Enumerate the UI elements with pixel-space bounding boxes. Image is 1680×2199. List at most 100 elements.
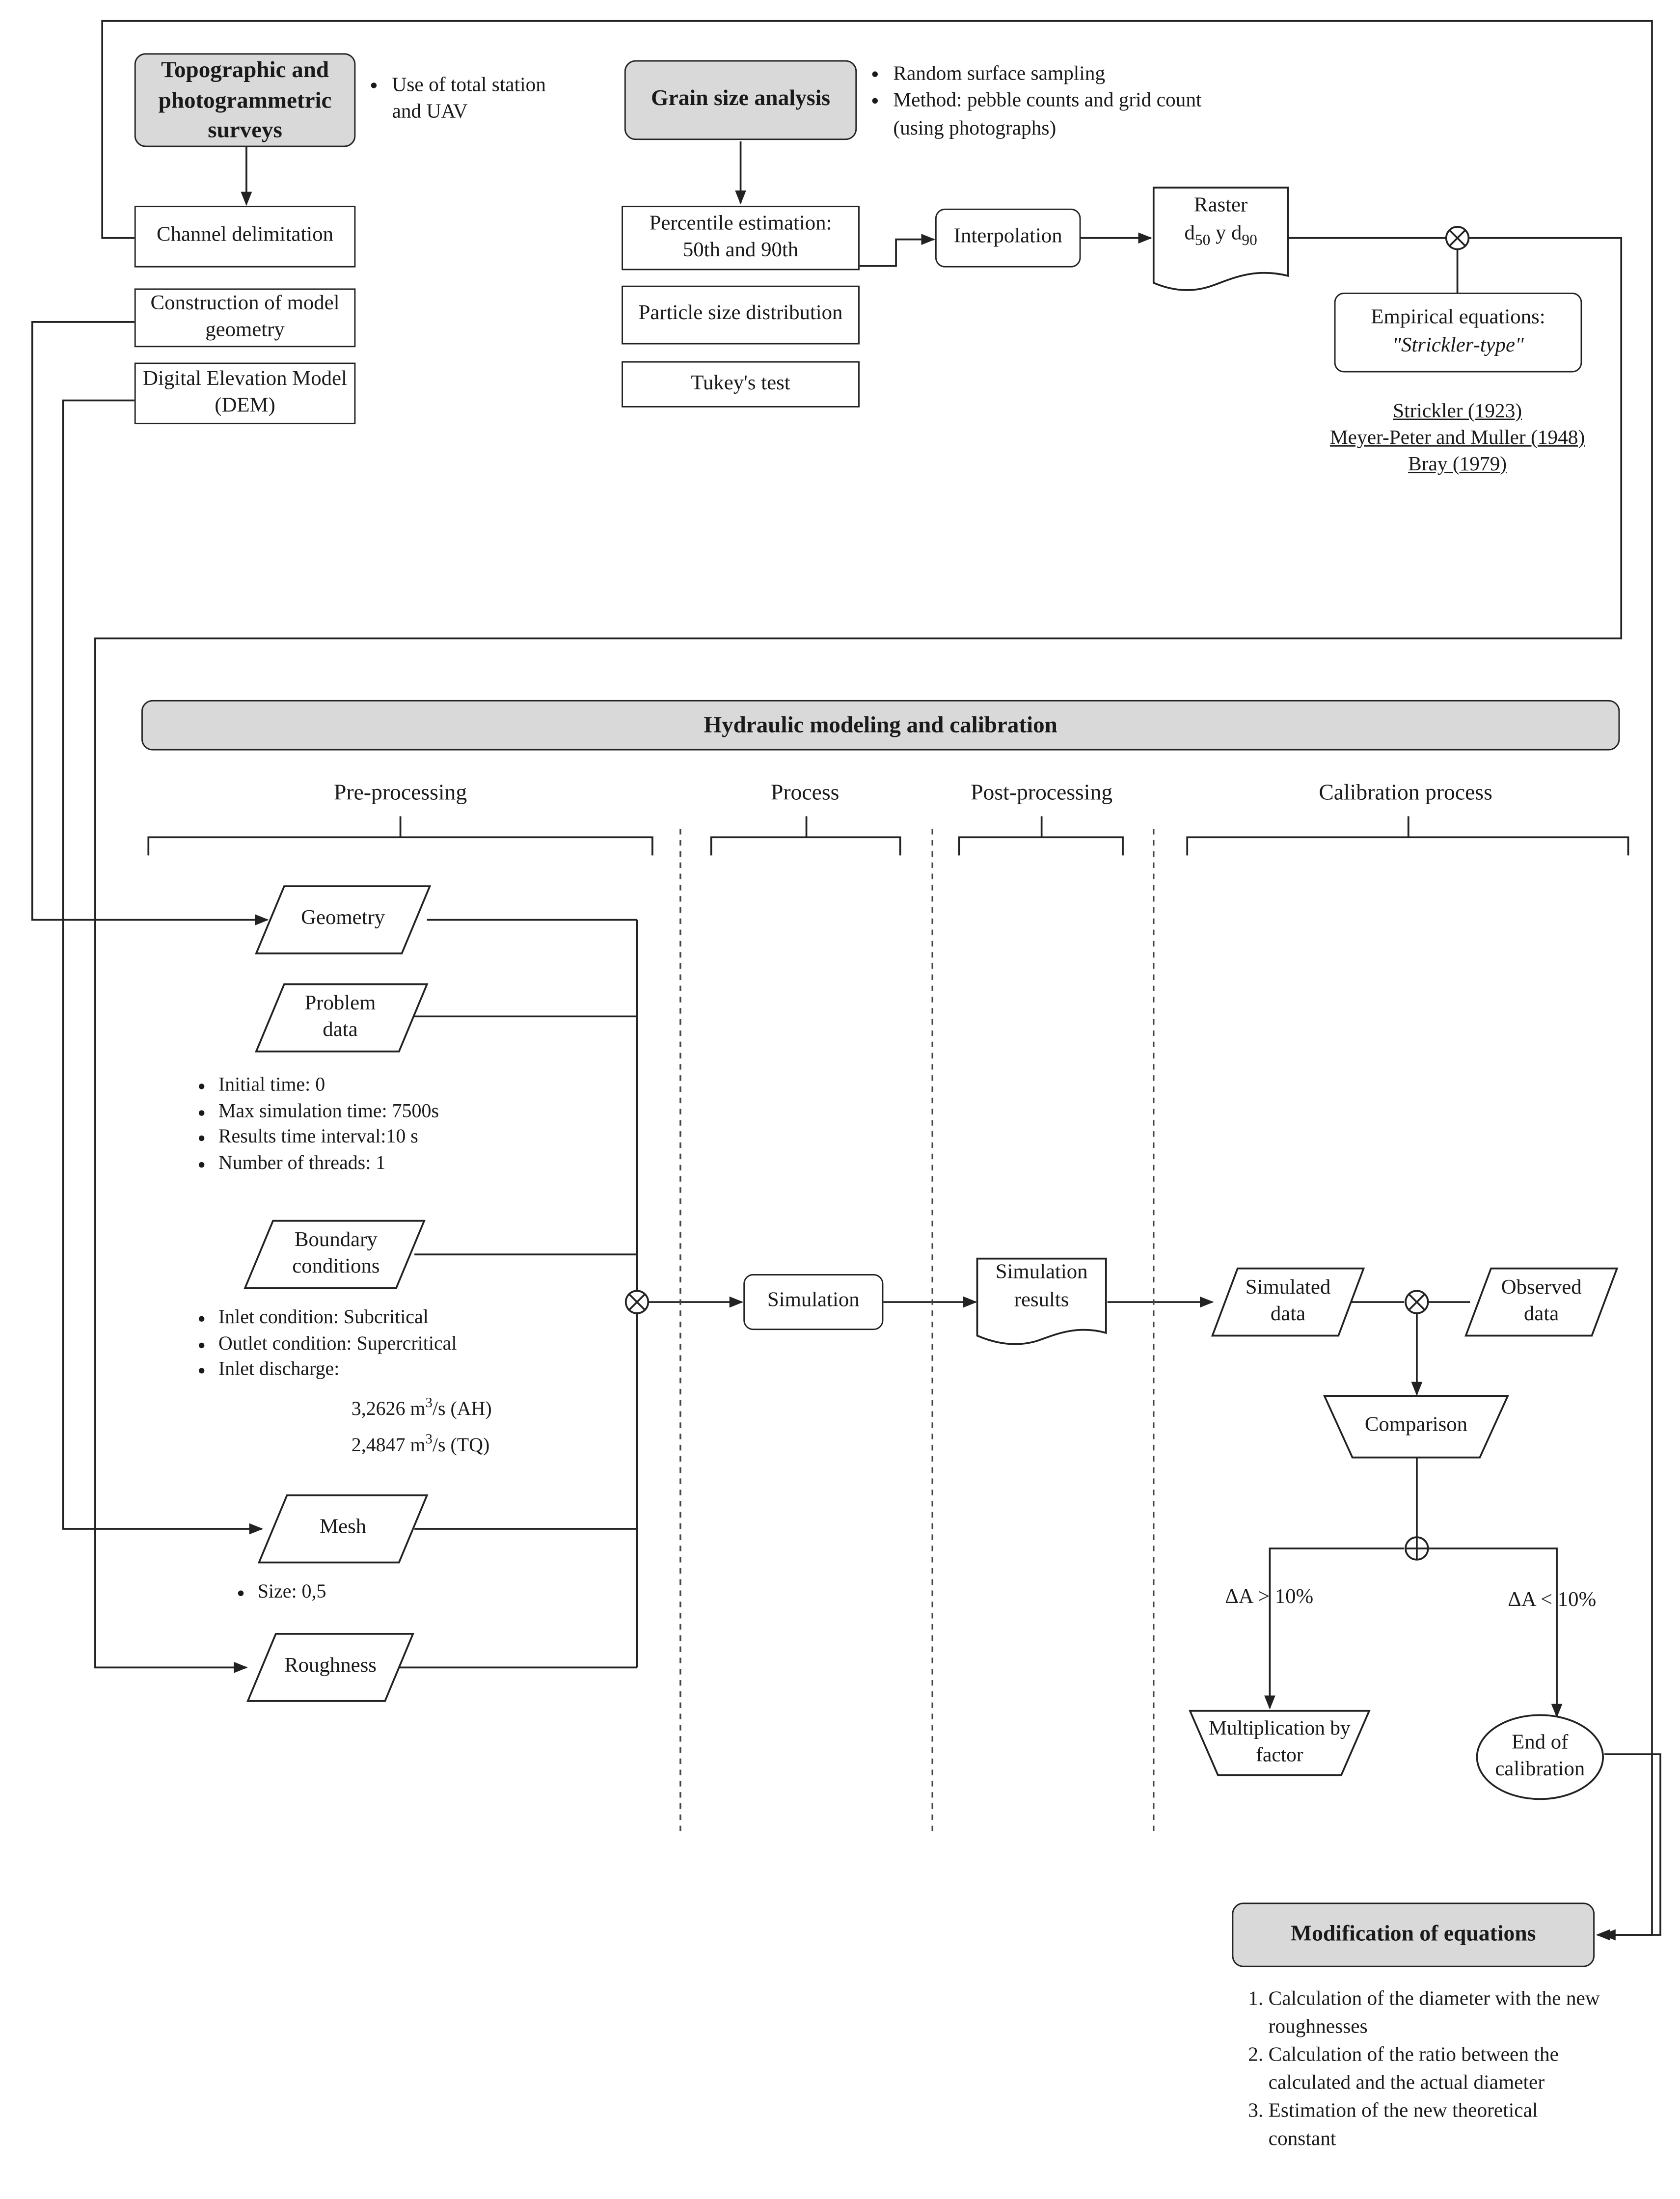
problem-data-shape [255,983,429,1053]
discharge-ah: 3,2626 m3/s (AH) [351,1396,492,1421]
bracket-pre [147,836,653,856]
boundary-bullet: Outlet condition: Supercritical [218,1332,613,1358]
survey-note: Use of total station and UAV [367,73,577,127]
problem-bullet: Initial time: 0 [218,1074,557,1100]
survey-title: Topographic and photogrammetric surveys [158,56,332,143]
junction-raster [1445,226,1470,250]
arrow-percentile-to-interp [859,234,935,267]
phase-post-label: Post-processing [971,781,1113,805]
results-label: Simulation results [995,1261,1088,1311]
comparison-shape [1323,1395,1510,1459]
observed-label: Observed data [1501,1276,1582,1326]
problem-data-label: Problem data [304,992,376,1042]
reference-link[interactable]: Bray (1979) [1408,453,1507,476]
phase-calibration-label: Calibration process [1319,781,1492,805]
arrow-end-to-modification [1596,1753,1661,1941]
end-label: End of calibration [1495,1731,1585,1781]
dem-box: Digital Elevation Model (DEM) [134,362,356,425]
geometry-label: Geometry [301,907,385,930]
tukey-label: Tukey's test [691,372,790,395]
bracket-process [710,836,901,856]
problem-bullet: Number of threads: 1 [218,1152,557,1178]
modification-step: Calculation of the ratio between the cal… [1269,2041,1610,2097]
problem-bullet: Results time interval:10 s [218,1126,557,1152]
bracket-post [958,836,1124,856]
results-document-shape [976,1257,1107,1345]
particle-size-label: Particle size distribution [638,302,843,326]
interpolation-box: Interpolation [935,208,1081,268]
mesh-shape [257,1494,429,1564]
raster-document-shape [1152,187,1289,291]
condition-right: ΔA < 10% [1508,1589,1597,1612]
discharge-tq: 2,4847 m3/s (TQ) [351,1432,490,1458]
raster-formula: d50 y d90 [1184,221,1257,249]
grain-size-box: Grain size analysis [624,60,857,140]
empirical-subtitle: "Strickler-type" [1392,334,1524,356]
hydraulic-title: Hydraulic modeling and calibration [704,711,1057,738]
multiplication-shape [1189,1710,1371,1776]
boundary-bullets: Inlet condition: Subcritical Outlet cond… [193,1306,614,1385]
channel-delimitation-box: Channel delimitation [134,206,356,268]
phase-pre-label: Pre-processing [333,781,467,805]
empirical-box: Empirical equations: "Strickler-type" [1334,292,1582,373]
arrow-dem-to-mesh [62,399,264,1535]
multiplication-label: Multiplication by factor [1209,1718,1351,1767]
particle-size-box: Particle size distribution [622,285,860,345]
problem-bullet: Max simulation time: 7500s [218,1100,557,1126]
interpolation-label: Interpolation [953,225,1062,248]
condition-left: ΔA > 10% [1225,1586,1314,1609]
boundary-shape [244,1220,426,1289]
simulated-label: Simulated data [1245,1276,1331,1326]
modification-title: Modification of equations [1291,1922,1536,1946]
modification-step: Estimation of the new theoretical consta… [1269,2097,1610,2153]
grain-size-title: Grain size analysis [650,87,831,111]
roughness-shape [246,1633,415,1702]
percentile-box: Percentile estimation: 50th and 90th [622,206,860,271]
survey-box: Topographic and photogrammetric surveys [134,53,356,147]
references: Strickler (1923) Meyer-Peter and Muller … [1295,399,1620,478]
boundary-bullet: Inlet discharge: [218,1358,613,1385]
empirical-title: Empirical equations: [1371,306,1545,329]
modification-box: Modification of equations [1232,1902,1595,1967]
boundary-label: Boundary conditions [292,1228,380,1278]
reference-link[interactable]: Meyer-Peter and Muller (1948) [1329,427,1585,449]
model-geometry-label: Construction of model geometry [150,292,340,342]
discharge-values: 3,2626 m3/s (AH) 2,4847 m3/s (TQ) [352,1392,631,1465]
reference-link[interactable]: Strickler (1923) [1393,400,1522,423]
simulated-shape [1211,1267,1365,1337]
grain-note-item: Method: pebble counts and grid count (us… [893,88,1204,142]
comparison-label: Comparison [1364,1414,1468,1437]
roughness-label: Roughness [284,1655,377,1678]
observed-shape [1464,1267,1619,1337]
phase-process-label: Process [770,781,840,805]
junction-decision [1405,1536,1429,1561]
mesh-bullets: Size: 0,5 [232,1581,442,1607]
raster-label: Raster [1193,194,1248,217]
tukey-box: Tukey's test [622,361,860,407]
arrow-to-multiplication [1264,1547,1405,1710]
raster-text: Raster d50 y d90 [1154,193,1288,250]
modification-step: Calculation of the diameter with the new… [1269,1985,1610,2041]
simulation-box: Simulation [743,1274,884,1330]
junction-preprocessing [624,1290,650,1314]
dem-label: Digital Elevation Model (DEM) [143,367,347,417]
mesh-bullet: Size: 0,5 [258,1581,442,1607]
hydraulic-header: Hydraulic modeling and calibration [141,700,1620,751]
arrow-to-end [1428,1547,1563,1718]
problem-data-bullets: Initial time: 0 Max simulation time: 750… [193,1074,557,1178]
model-geometry-box: Construction of model geometry [134,288,356,348]
geometry-shape [255,885,432,954]
simulation-label: Simulation [767,1290,860,1312]
arrow-model-geometry [31,321,269,925]
grain-notes: Random surface sampling Method: pebble c… [868,61,1204,142]
junction-calibration [1405,1290,1429,1314]
line-junction-right [94,237,1623,1673]
grain-note-item: Random surface sampling [893,61,1204,88]
modification-steps: Calculation of the diameter with the new… [1232,1985,1610,2153]
percentile-label: Percentile estimation: 50th and 90th [649,212,832,262]
end-shape [1476,1714,1604,1800]
survey-note-item: Use of total station and UAV [392,73,576,127]
mesh-label: Mesh [320,1517,367,1539]
